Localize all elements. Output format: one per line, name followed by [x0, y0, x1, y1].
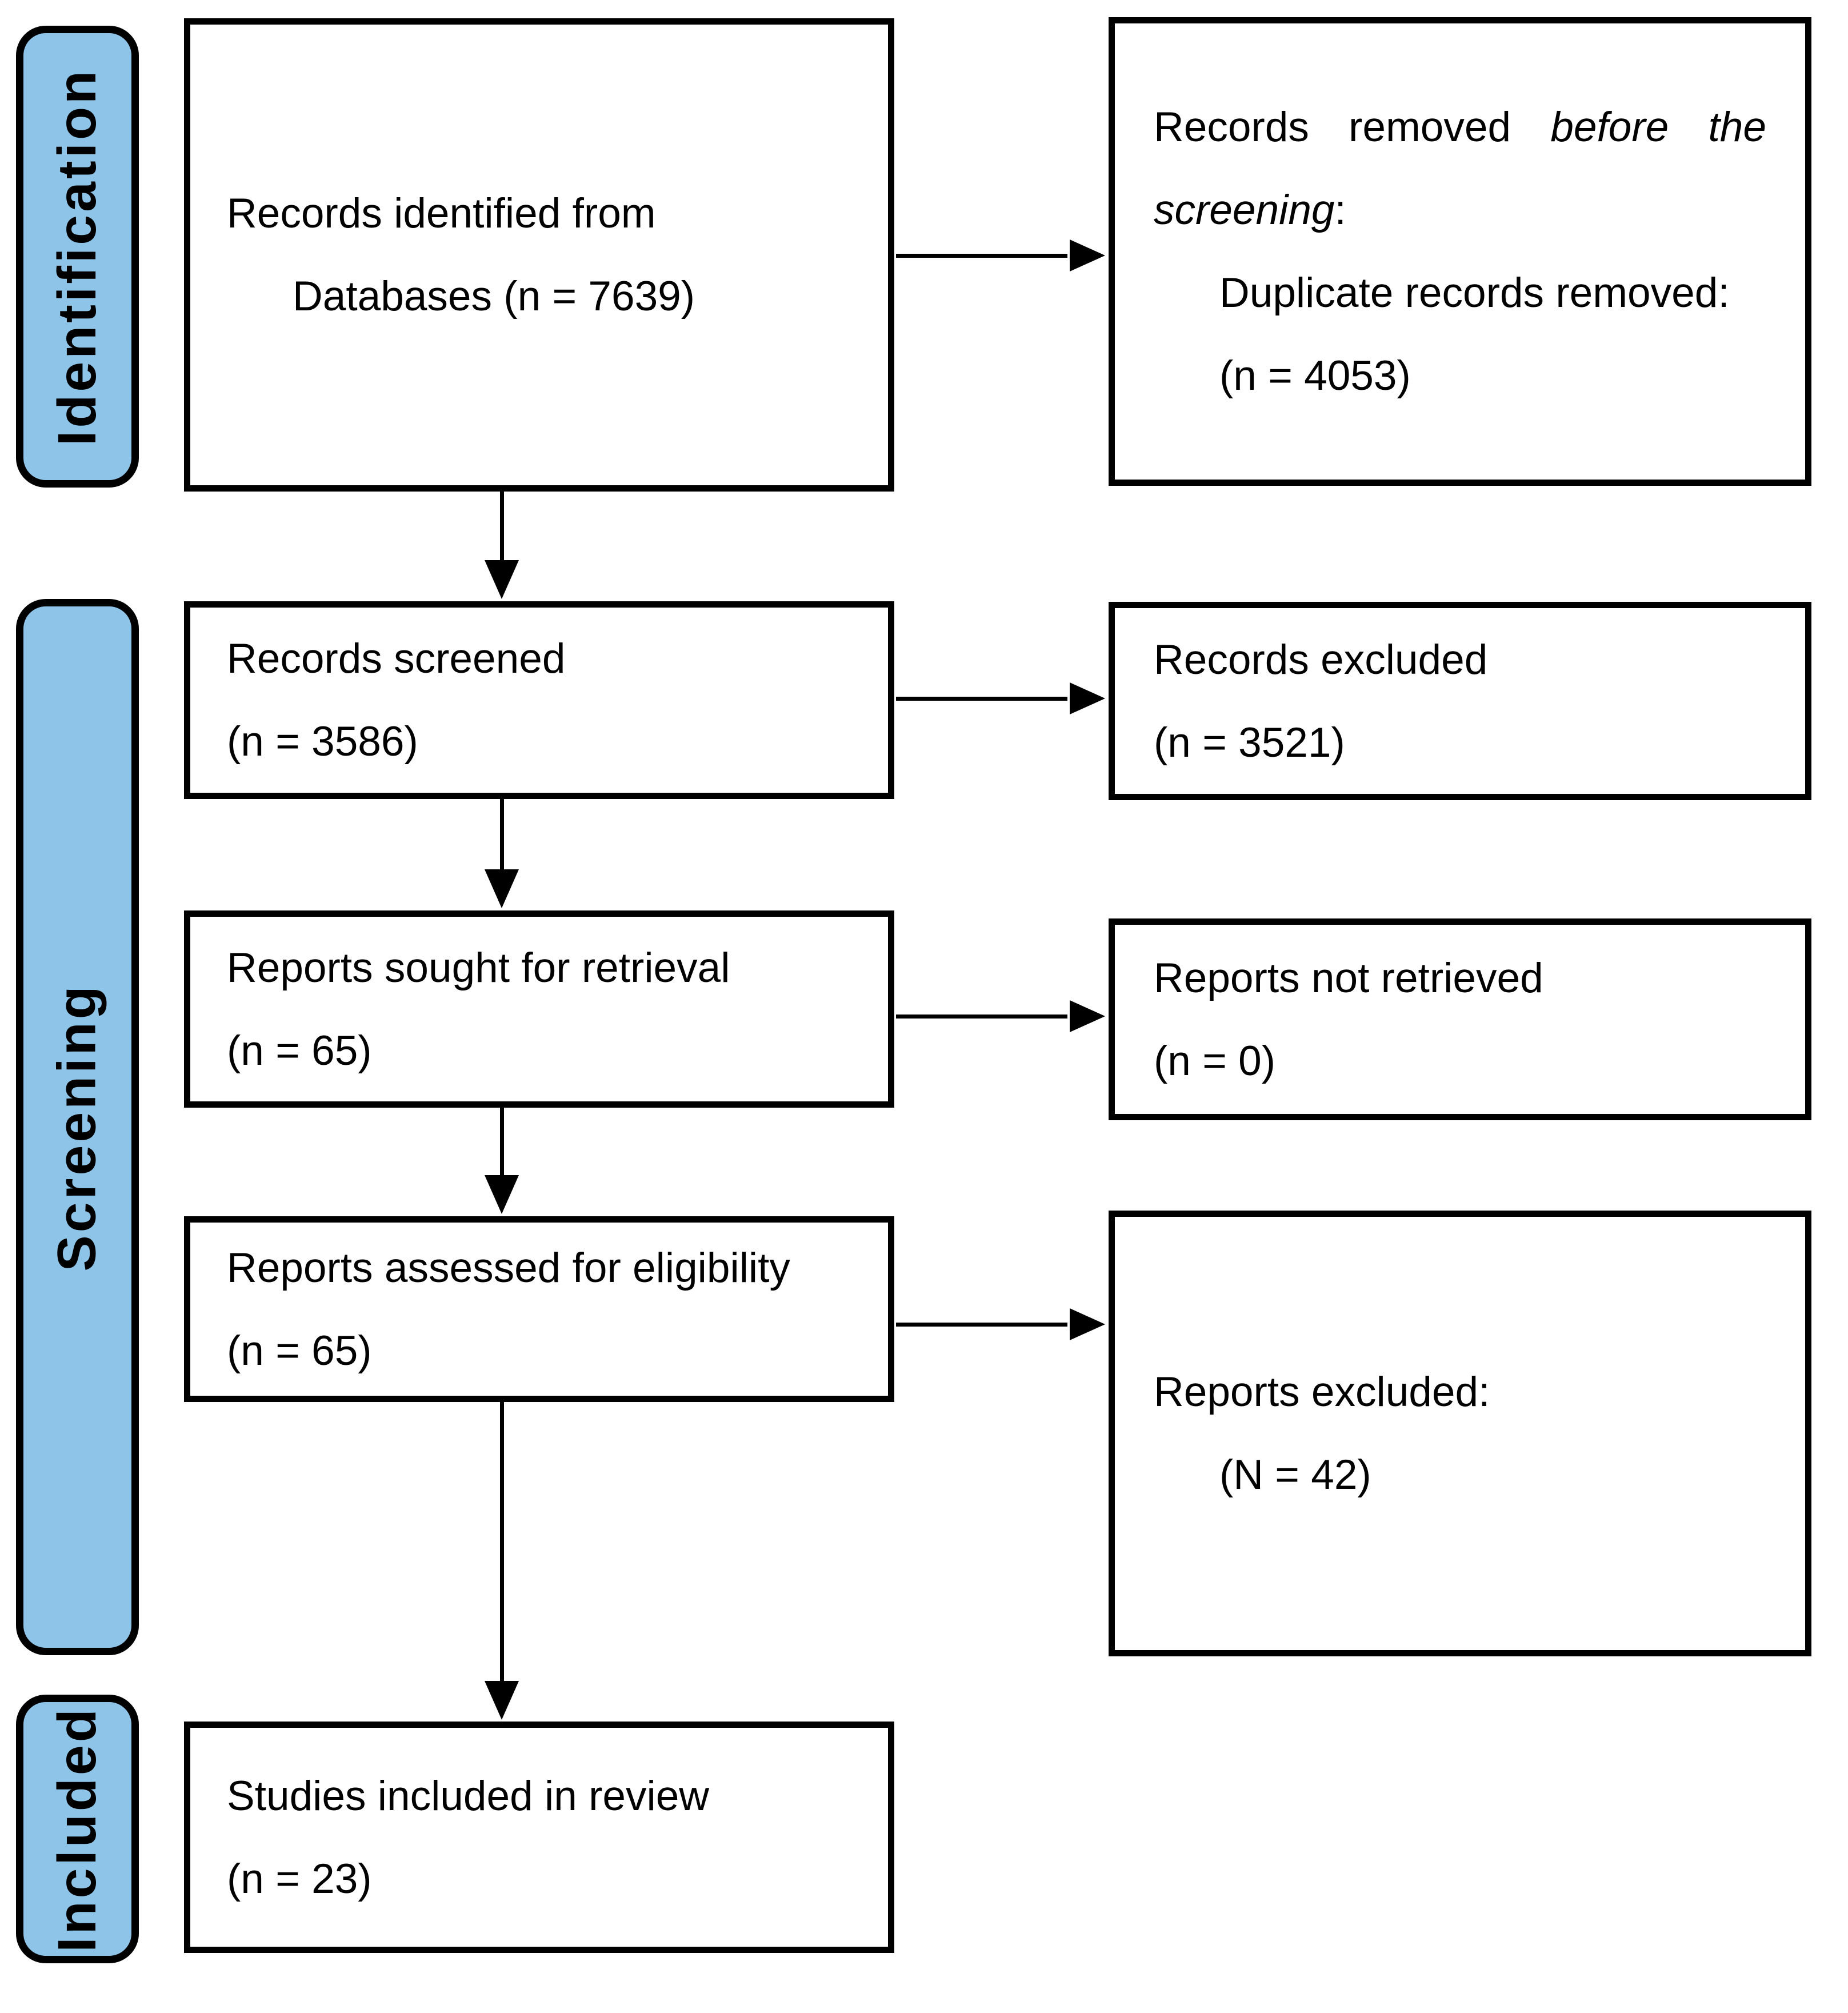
box-records-screened: Records screened (n = 3586) — [184, 601, 894, 799]
arrow-line — [500, 1402, 504, 1682]
stage-identification-label: Identification — [47, 67, 108, 446]
box-records-identified: Records identified from Databases (n = 7… — [184, 18, 894, 492]
records-identified-line2: Databases (n = 7639) — [293, 273, 695, 319]
box-reports-not-retrieved: Reports not retrieved (n = 0) — [1109, 918, 1811, 1120]
box-reports-excluded: Reports excluded: (N = 42) — [1109, 1211, 1811, 1656]
records-removed-line1: Records removed before the — [1154, 86, 1766, 169]
arrow-right-icon — [1070, 1308, 1105, 1340]
records-removed-line2: screening: — [1154, 187, 1346, 233]
arrow-down-icon — [485, 1175, 519, 1214]
stage-included-label: Included — [47, 1706, 108, 1952]
arrow-line — [896, 254, 1067, 258]
reports-not-retrieved-line2: (n = 0) — [1154, 1037, 1276, 1084]
arrow-line — [500, 1108, 504, 1176]
stage-identification: Identification — [16, 26, 139, 488]
arrow-line — [500, 492, 504, 561]
box-reports-assessed: Reports assessed for eligibility (n = 65… — [184, 1216, 894, 1402]
reports-excluded-line2: (N = 42) — [1219, 1452, 1371, 1498]
studies-included-line1: Studies included in review — [227, 1772, 710, 1819]
arrow-line — [500, 799, 504, 870]
reports-assessed-line2: (n = 65) — [227, 1327, 372, 1374]
records-removed-line3: Duplicate records removed: — [1219, 270, 1730, 316]
records-removed-word1: Records — [1154, 104, 1309, 150]
reports-sought-line2: (n = 65) — [227, 1027, 372, 1074]
box-reports-sought: Reports sought for retrieval (n = 65) — [184, 910, 894, 1108]
arrow-down-icon — [485, 560, 519, 599]
stage-screening-label: Screening — [47, 982, 108, 1272]
stage-included: Included — [16, 1695, 139, 1963]
reports-sought-line1: Reports sought for retrieval — [227, 944, 730, 991]
records-removed-word4: the — [1708, 104, 1766, 150]
arrow-line — [896, 697, 1067, 701]
records-removed-line4: (n = 4053) — [1219, 353, 1411, 399]
arrow-down-icon — [485, 869, 519, 908]
records-excluded-line2: (n = 3521) — [1154, 719, 1345, 766]
box-records-excluded: Records excluded (n = 3521) — [1109, 602, 1811, 800]
records-screened-line2: (n = 3586) — [227, 718, 418, 765]
records-screened-line1: Records screened — [227, 636, 566, 682]
reports-not-retrieved-line1: Reports not retrieved — [1154, 954, 1543, 1001]
reports-excluded-line1: Reports excluded: — [1154, 1369, 1490, 1415]
records-identified-line1: Records identified from — [227, 190, 656, 237]
box-records-removed: Records removed before the screening: Du… — [1109, 17, 1811, 486]
arrow-down-icon — [485, 1681, 519, 1720]
reports-assessed-line1: Reports assessed for eligibility — [227, 1244, 790, 1291]
arrow-right-icon — [1070, 682, 1105, 714]
arrow-line — [896, 1015, 1067, 1019]
box-studies-included: Studies included in review (n = 23) — [184, 1722, 894, 1953]
records-removed-word3: before — [1550, 104, 1669, 150]
arrow-right-icon — [1070, 1000, 1105, 1032]
records-removed-word2: removed — [1349, 104, 1511, 150]
records-excluded-line1: Records excluded — [1154, 636, 1488, 683]
stage-screening: Screening — [16, 599, 139, 1655]
studies-included-line2: (n = 23) — [227, 1855, 372, 1902]
arrow-line — [896, 1323, 1067, 1327]
arrow-right-icon — [1070, 239, 1105, 271]
